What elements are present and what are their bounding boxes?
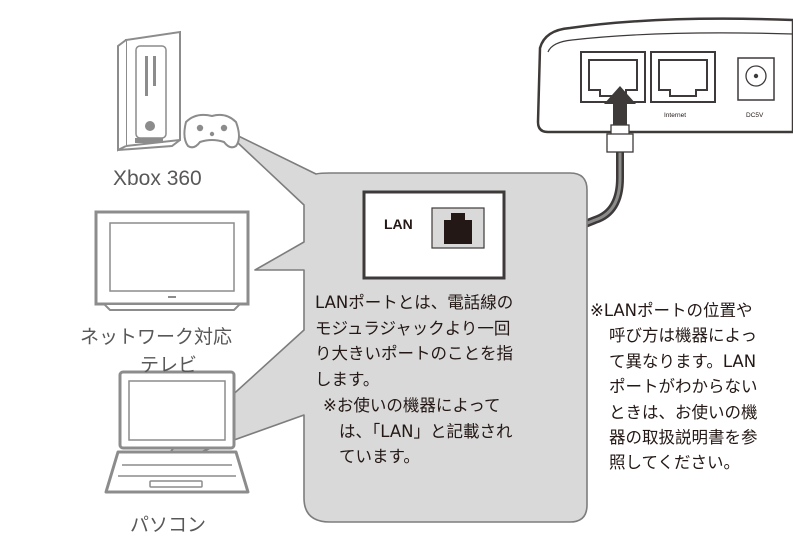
tv-label-line2: テレビ	[140, 354, 198, 376]
xbox-icon	[117, 30, 181, 152]
callout-line: ています。	[339, 447, 420, 467]
callout-line: り大きいポートのことを指	[315, 344, 513, 364]
callout-line: モジュラジャックより一回	[315, 318, 511, 338]
plug-top	[606, 124, 634, 153]
tv-label-line1: ネットワーク対応	[80, 326, 233, 348]
lan-label: LAN	[384, 216, 413, 232]
tv-icon	[94, 210, 250, 311]
note-line: て異なります。LAN	[609, 351, 757, 371]
note-line: ポートがわからない	[609, 377, 758, 397]
note-line: ときは、お使いの機	[609, 402, 758, 422]
callout-line: します。	[315, 370, 380, 390]
xbox-label: Xbox 360	[113, 167, 202, 190]
internet-port	[650, 51, 716, 103]
note-line: 照してください。	[609, 453, 741, 473]
pc-label: パソコン	[130, 514, 207, 536]
router	[536, 17, 793, 134]
internet-port-label: Internet	[664, 112, 687, 119]
dc-jack	[737, 57, 775, 101]
port-arrow-up	[604, 86, 636, 128]
note-line: 呼び方は機器によっ	[609, 326, 758, 346]
callout-line: ※お使いの機器によって	[323, 395, 501, 415]
controller-icon	[183, 113, 240, 149]
note-line: ※LANポートの位置や	[590, 301, 753, 320]
laptop-icon	[104, 370, 250, 494]
callout-line: LANポートとは、電話線の	[315, 293, 514, 312]
callout-line: は、「LAN」と記載され	[339, 421, 513, 441]
lan-socket-icon	[431, 207, 485, 249]
note-line: 器の取扱説明書を参	[609, 428, 758, 447]
dc-port-label: DC5V	[746, 112, 764, 119]
